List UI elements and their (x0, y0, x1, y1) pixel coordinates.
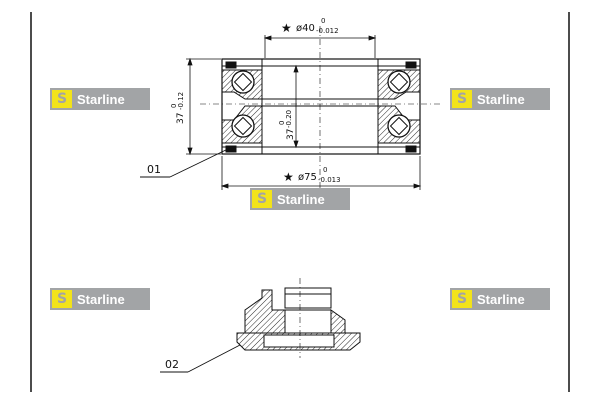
starline-logo: S Starline (50, 88, 150, 110)
starline-logo-mark: S (252, 190, 272, 208)
starline-logo-text: Starline (477, 91, 525, 107)
leader-02 (160, 344, 241, 373)
starline-logo-mark: S (52, 290, 72, 308)
outer-width-tol-lower: -0.12 (177, 92, 185, 110)
dimension-outer-diameter (220, 156, 422, 190)
bearing-section (200, 26, 440, 190)
inner-width-tol-lower: -0.20 (285, 110, 293, 128)
starline-logo-mark: S (52, 90, 72, 108)
starline-logo: S Starline (450, 288, 550, 310)
part-label-02: 02 (165, 358, 179, 371)
dimension-inner-diameter (263, 35, 377, 58)
starline-logo: S Starline (450, 88, 550, 110)
outer-diameter-star: ★ (283, 170, 294, 184)
outer-width-tol-upper: 0 (170, 104, 178, 108)
inner-diameter-tol-lower: -0.012 (316, 27, 339, 35)
inner-diameter-value: ø40 (296, 23, 315, 34)
inner-width-value: 37 (286, 129, 296, 140)
outer-diameter-value: ø75 (298, 172, 317, 183)
starline-logo: S Starline (250, 188, 350, 210)
starline-logo-text: Starline (277, 191, 325, 207)
inner-width-tol-upper: 0 (278, 121, 286, 125)
part-label-01: 01 (147, 163, 161, 176)
leader-01 (140, 147, 231, 178)
starline-logo-text: Starline (77, 91, 125, 107)
starline-logo-mark: S (452, 290, 472, 308)
outer-diameter-tol-upper: 0 (323, 166, 327, 174)
inner-diameter-tol-upper: 0 (321, 17, 325, 25)
dimension-outer-width (186, 57, 221, 156)
outer-width-value: 37 (176, 113, 186, 124)
starline-logo: S Starline (50, 288, 150, 310)
starline-logo-mark: S (452, 90, 472, 108)
flange-section (236, 278, 361, 358)
starline-logo-text: Starline (77, 291, 125, 307)
dimension-inner-width (293, 64, 299, 149)
starline-logo-text: Starline (477, 291, 525, 307)
outer-diameter-tol-lower: -0.013 (318, 176, 341, 184)
inner-diameter-star: ★ (281, 21, 292, 35)
